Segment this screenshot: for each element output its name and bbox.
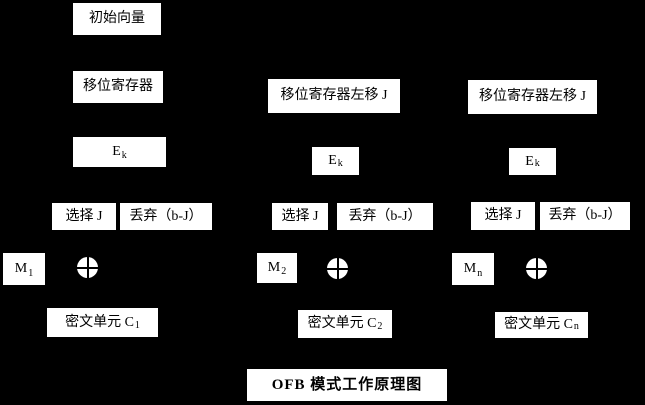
ciphertext-box-2: 密文单元 C 2	[298, 310, 392, 338]
shift-register-box-3: 移位寄存器左移 J	[468, 80, 597, 114]
ciphertext-subscript-1: 1	[134, 320, 140, 331]
encrypt-label-1: E	[112, 144, 121, 159]
encrypt-box-2: E k	[312, 147, 359, 175]
select-label-2: 选择 J	[281, 208, 319, 224]
shift-register-label-1: 移位寄存器	[83, 79, 153, 94]
initial-vector-box: 初始向量	[73, 3, 161, 35]
select-label-3: 选择 J	[484, 208, 522, 223]
ciphertext-subscript-n: n	[573, 321, 579, 332]
discard-label-2: 丢弃（b-J）	[348, 208, 422, 224]
encrypt-box-3: E k	[509, 148, 556, 175]
shift-register-label-3: 移位寄存器左移 J	[479, 89, 586, 104]
message-subscript-n: n	[477, 268, 483, 279]
xor-icon	[77, 257, 98, 278]
discard-label-3: 丢弃（b-J）	[548, 208, 622, 223]
select-box-1: 选择 J	[52, 203, 116, 230]
message-box-n: M n	[452, 253, 494, 285]
ciphertext-label-1: 密文单元 C	[65, 314, 134, 330]
select-box-2: 选择 J	[272, 203, 328, 230]
shift-register-box-2: 移位寄存器左移 J	[268, 79, 400, 113]
shift-register-box-1: 移位寄存器	[73, 71, 163, 103]
encrypt-label-2: E	[328, 153, 337, 168]
message-box-1: M 1	[3, 253, 45, 285]
message-label-2: M	[267, 260, 281, 275]
message-label-1: M	[14, 261, 28, 276]
select-label-1: 选择 J	[65, 208, 103, 224]
ciphertext-subscript-2: 2	[377, 321, 383, 332]
message-subscript-2: 2	[281, 266, 287, 277]
discard-box-2: 丢弃（b-J）	[337, 203, 433, 230]
encrypt-label-3: E	[525, 153, 534, 169]
ciphertext-box-1: 密文单元 C 1	[47, 308, 158, 337]
encrypt-box-1: E k	[73, 137, 166, 167]
ciphertext-label-2: 密文单元 C	[307, 316, 377, 331]
discard-box-3: 丢弃（b-J）	[540, 202, 630, 230]
message-box-2: M 2	[257, 253, 297, 283]
discard-label-1: 丢弃（b-J）	[129, 208, 203, 224]
initial-vector-label: 初始向量	[89, 11, 145, 26]
xor-icon	[526, 258, 547, 279]
ciphertext-label-n: 密文单元 C	[504, 317, 573, 332]
shift-register-label-2: 移位寄存器左移 J	[280, 88, 388, 103]
encrypt-subscript-2: k	[337, 158, 343, 169]
discard-box-1: 丢弃（b-J）	[120, 203, 212, 230]
diagram-title: OFB 模式工作原理图	[247, 369, 447, 401]
message-label-n: M	[463, 261, 477, 276]
message-subscript-1: 1	[28, 268, 34, 279]
select-box-3: 选择 J	[471, 202, 535, 230]
xor-icon	[327, 258, 348, 279]
encrypt-subscript-1: k	[121, 150, 127, 161]
ciphertext-box-n: 密文单元 C n	[495, 312, 588, 338]
diagram-title-label: OFB 模式工作原理图	[271, 376, 423, 393]
encrypt-subscript-3: k	[534, 158, 540, 169]
